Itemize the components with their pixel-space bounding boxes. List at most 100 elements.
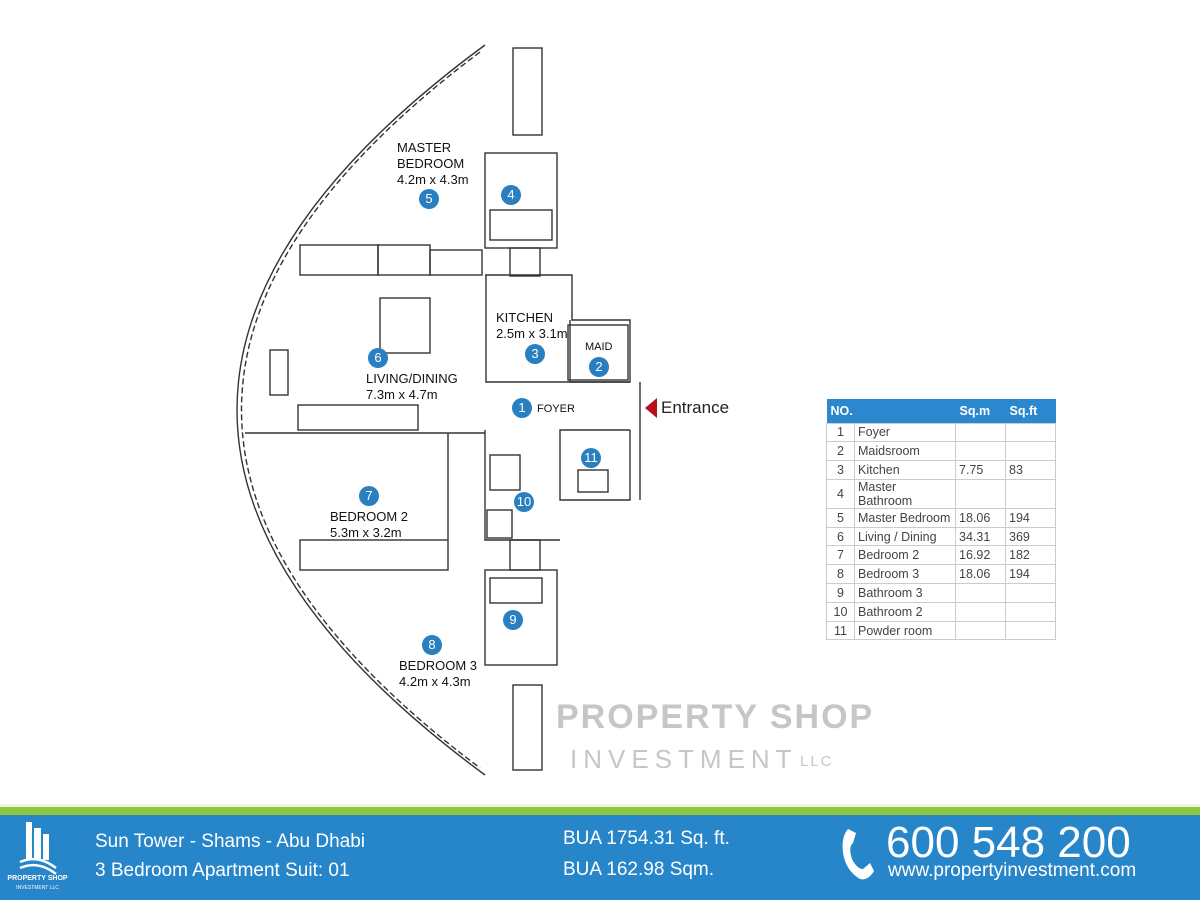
row-sqm: 34.31 [955, 526, 1006, 547]
phone-icon [842, 829, 874, 880]
row-room-name: Bathroom 2 [854, 601, 956, 622]
room-dims: 7.3m x 4.7m [366, 387, 438, 402]
row-sqm [955, 441, 1006, 462]
room-name: BEDROOM 2 [330, 509, 409, 524]
row-sqft: 369 [1005, 526, 1056, 547]
room-name: MASTER [397, 140, 452, 155]
row-sqm: 7.75 [955, 460, 1006, 480]
row-sqft [1005, 422, 1056, 443]
row-number: 10 [826, 601, 855, 622]
row-sqm [955, 422, 1006, 443]
marker-5: 5 [419, 189, 439, 209]
footer-green-stripe [0, 804, 1200, 815]
room-dims: 5.3m x 3.2m [330, 525, 402, 540]
property-title: Sun Tower - Shams - Abu Dhabi [95, 831, 366, 852]
row-sqft: 182 [1005, 545, 1056, 566]
row-room-name: Master Bedroom [854, 507, 956, 528]
row-number: 5 [826, 507, 855, 528]
row-room-name: Bathroom 3 [854, 583, 956, 603]
room-name: BEDROOM 3 [399, 658, 478, 673]
foyer-label: FOYER [537, 403, 575, 415]
row-number: 7 [826, 545, 855, 566]
entrance-indicator: Entrance [645, 398, 729, 418]
row-number: 4 [826, 478, 855, 509]
phone-number[interactable]: 600 548 200 [886, 818, 1131, 867]
marker-6: 6 [368, 348, 388, 368]
row-sqft [1005, 620, 1056, 641]
marker-7: 7 [359, 486, 379, 506]
logo-text: PROPERTY SHOP [7, 875, 68, 882]
outer-facade-curve [236, 44, 486, 776]
row-number: 1 [826, 422, 855, 443]
row-room-name: Bedroom 2 [854, 545, 956, 566]
logo-subtext: INVESTMENT LLC [16, 885, 59, 891]
row-sqft [1005, 478, 1056, 509]
row-number: 2 [826, 441, 855, 462]
row-sqm: 18.06 [955, 507, 1006, 528]
row-room-name: Master Bathroom [854, 478, 956, 509]
row-sqm: 18.06 [955, 564, 1006, 585]
row-sqm [955, 583, 1006, 603]
row-sqm [955, 478, 1006, 509]
marker-2: 2 [589, 357, 609, 377]
row-room-name: Living / Dining [854, 526, 956, 547]
header-no: NO. [826, 399, 956, 423]
row-number: 8 [826, 564, 855, 585]
marker-9: 9 [503, 610, 523, 630]
inner-facade-curve [241, 51, 481, 769]
website-link[interactable]: www.propertyinvestment.com [888, 860, 1137, 881]
watermark-llc: LLC [800, 753, 834, 770]
entrance-label: Entrance [661, 398, 730, 417]
marker-8: 8 [422, 635, 442, 655]
row-number: 6 [826, 526, 855, 547]
bua-sqft: BUA 1754.31 Sq. ft. [563, 828, 730, 849]
row-sqft: 194 [1005, 507, 1056, 528]
watermark-line1: PROPERTY SHOP [556, 698, 875, 736]
row-sqm [955, 620, 1006, 641]
column-bottom [512, 684, 543, 771]
room-name: KITCHEN [496, 310, 554, 325]
property-subtitle: 3 Bedroom Apartment Suit: 01 [95, 860, 350, 881]
row-room-name: Maidsroom [854, 441, 956, 462]
row-sqft [1005, 441, 1056, 462]
room-dims: 2.5m x 3.1m [496, 326, 568, 341]
row-room-name: Bedroom 3 [854, 564, 956, 585]
room-dims: 4.2m x 4.3m [397, 172, 469, 187]
marker-11: 11 [581, 448, 601, 468]
maid-label: MAID [585, 341, 613, 353]
entrance-arrow-icon [645, 398, 657, 418]
row-room-name: Powder room [854, 620, 956, 641]
row-room-name: Foyer [854, 422, 956, 443]
marker-4: 4 [501, 185, 521, 205]
table-header-row: NO. Sq.m Sq.ft [826, 399, 1056, 423]
room-name: BEDROOM [397, 156, 465, 171]
row-number: 9 [826, 583, 855, 603]
row-sqm: 16.92 [955, 545, 1006, 566]
room-dims: 4.2m x 4.3m [399, 674, 471, 689]
row-number: 3 [826, 460, 855, 480]
row-sqft [1005, 601, 1056, 622]
bua-sqm: BUA 162.98 Sqm. [563, 859, 715, 880]
marker-3: 3 [525, 344, 545, 364]
row-number: 11 [826, 620, 855, 641]
row-sqft: 83 [1005, 460, 1056, 480]
room-name: LIVING/DINING [366, 371, 458, 386]
row-sqft [1005, 583, 1056, 603]
floor-plan-drawing [236, 44, 641, 776]
watermark-line2: INVESTMENT [570, 744, 798, 774]
